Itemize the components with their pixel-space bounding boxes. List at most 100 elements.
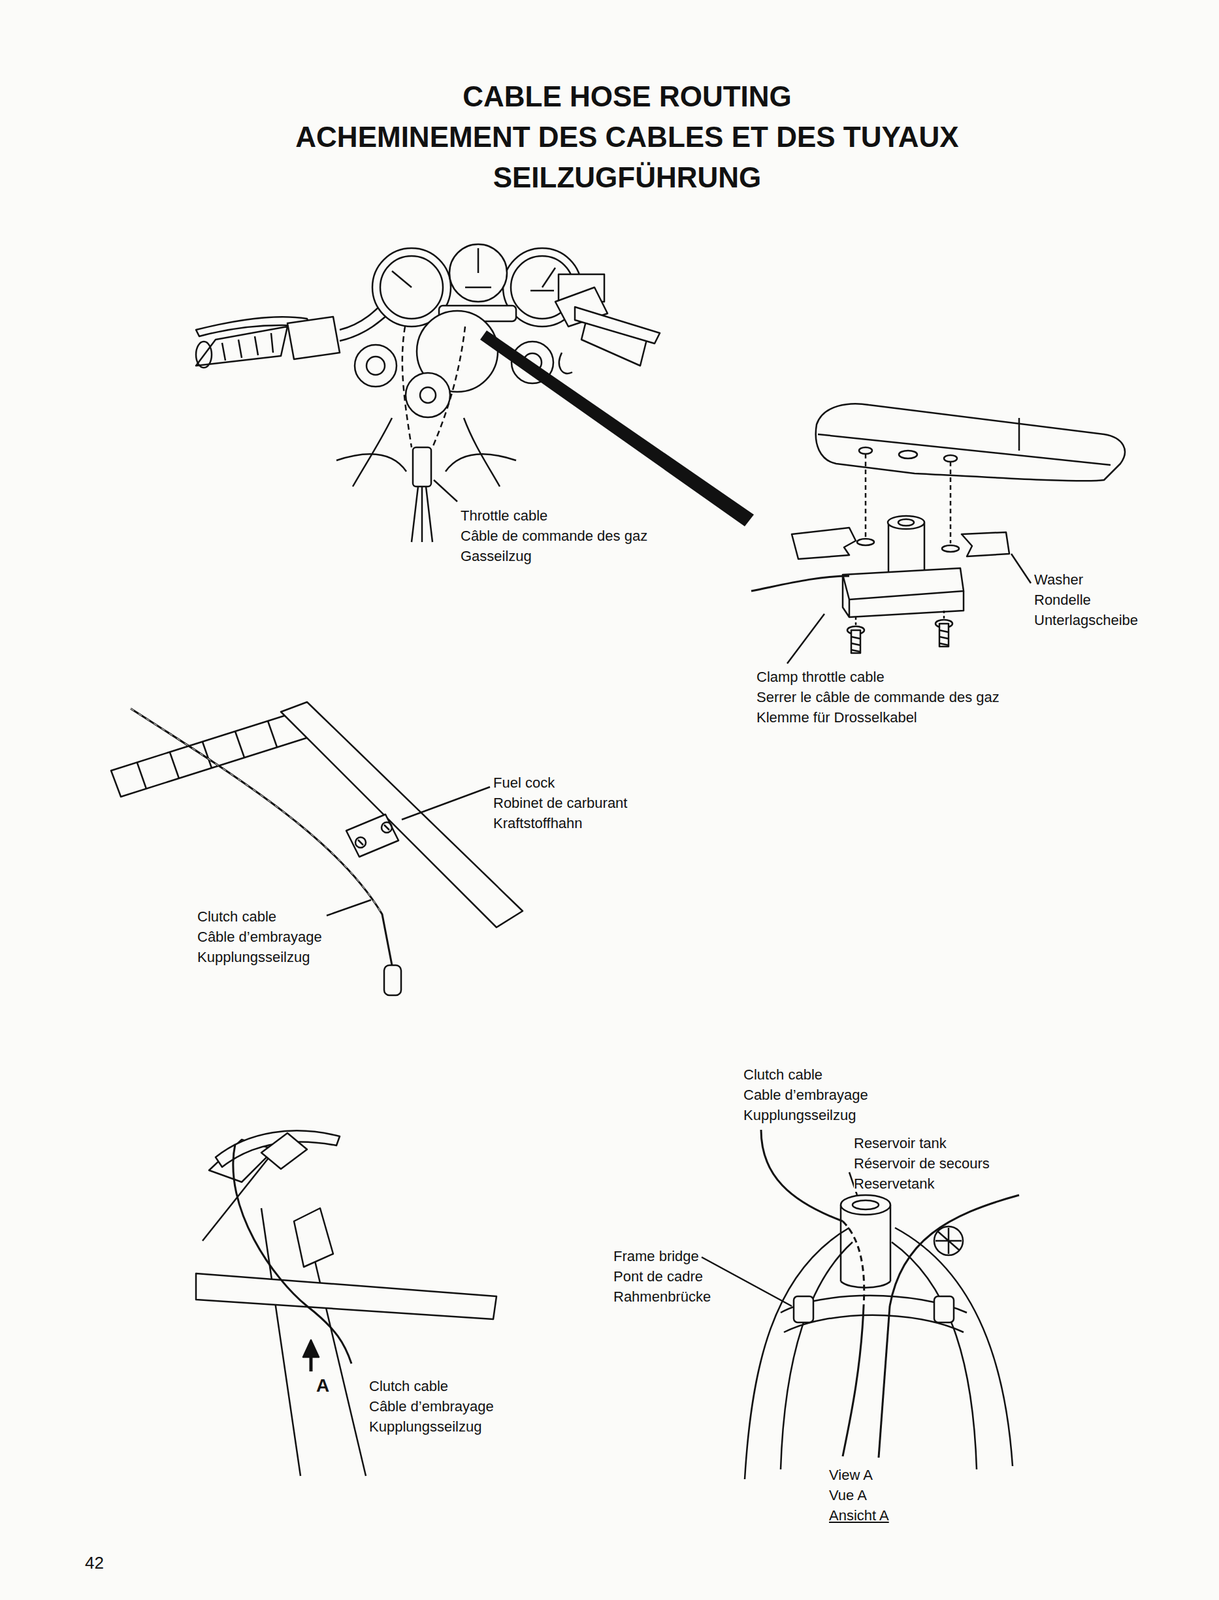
view-a-frame [889,1195,1020,1307]
throttle-cable [412,447,432,487]
fuel-cock-view [357,825,390,846]
part-label: Clutch cable [369,1378,449,1395]
part-label: Kupplungsseilzug [743,1107,856,1124]
handlebar-assembly [559,352,573,374]
throttle-cable [411,486,433,543]
part-label: Kupplungsseilzug [369,1418,482,1436]
part-label: Réservoir de secours [853,1155,990,1172]
part-label: Fuel cock [493,774,555,792]
throttle-cable [402,326,412,448]
front-frame-view [233,1144,352,1365]
part-label: Câble d’embrayage [369,1398,494,1415]
handlebar-assembly [391,271,412,288]
part-label: Clamp throttle cable [756,668,885,686]
view-a-frame [934,1226,963,1256]
part-label: Gasseilzug [460,548,532,565]
handlebar-assembly [574,307,660,344]
handlebar-assembly [195,244,660,487]
view-a-frame [894,1228,1013,1467]
handlebar-assembly [420,387,436,404]
pointer-bar [480,330,754,527]
clamp-exploded-view [855,610,944,626]
clamp-exploded-view [888,522,925,574]
view-a-frame [793,1296,814,1323]
page-title: CABLE HOSE ROUTING [462,82,792,112]
handlebar-assembly [465,248,492,288]
page-number: 42 [84,1554,104,1574]
part-label: Câble d’embrayage [197,928,323,946]
view-a-frame [878,1306,890,1459]
clamp-exploded-view [887,516,925,530]
handlebar-assembly [380,256,443,319]
handlebar-assembly [287,316,340,360]
clamp-exploded-view [939,623,949,647]
front-frame-view [261,1208,301,1477]
part-label: Câble de commande des gaz [460,527,648,545]
clamp-exploded-view [1011,553,1031,584]
fuel-cock-view [384,965,402,996]
view-a-frame [761,1130,843,1222]
handlebar-assembly [352,418,392,487]
part-label: Reservoir tank [853,1135,947,1152]
fuel-cock-view [280,702,523,928]
front-frame-view [261,1133,308,1170]
clamp-exploded-view [943,455,958,462]
part-label: Washer [1034,571,1084,588]
clamp-exploded-view [842,574,964,618]
handlebar-assembly [530,267,556,291]
clamp-exploded-view [939,630,949,646]
part-label: Klemme für Drosselkabel [756,709,918,726]
handlebar-assembly [354,344,397,387]
clamp-exploded-view [859,447,873,455]
clamp-exploded-view [787,614,825,664]
part-label: Frame bridge [613,1248,699,1265]
front-frame-view [303,1340,319,1358]
fuel-cock-view [346,814,399,858]
part-label: Kraftstoffhahn [493,815,583,832]
view-a-frame [701,1130,1020,1480]
fuel-cock-view [326,900,372,916]
clamp-exploded-view [851,636,861,652]
pointer-bar [480,330,754,527]
view-arrow-label: A [316,1375,330,1397]
part-label: Clutch cable [743,1066,823,1084]
view-a-frame [840,1195,891,1216]
view-a-frame [891,1242,977,1470]
clamp-exploded-view [751,576,850,592]
fuel-cock-view [130,708,383,915]
clamp-exploded-view [898,450,918,459]
fuel-cock-view [137,721,277,790]
clamp-exploded-view [791,527,856,560]
handlebar-assembly [445,454,517,472]
part-label: Clutch cable [197,908,277,926]
part-label: View A [828,1467,873,1484]
part-label: Reservetank [853,1175,935,1193]
throttle-cable [402,326,466,543]
front-frame-view [195,1130,497,1477]
handlebar-assembly [366,356,385,375]
view-a-frame [701,1257,792,1307]
clamp-exploded-view [865,454,951,544]
part-label: Vue A [828,1487,867,1504]
handlebar-assembly [195,341,212,368]
view-a-frame [852,1200,879,1210]
page-title: ACHEMINEMENT DES CABLES ET DES TUYAUX [295,122,959,152]
throttle-cable [432,326,466,448]
part-label: Unterlagscheibe [1034,612,1138,629]
fuel-cock-view [111,702,523,996]
view-a-frame [780,1242,853,1470]
page-title: SEILZUGFÜHRUNG [493,163,762,193]
clamp-exploded-view [898,519,914,526]
handlebar-assembly [463,418,500,487]
part-label: Pont de cadre [613,1268,703,1285]
view-a-frame [840,1205,891,1289]
view-a-frame [935,1228,962,1255]
clamp-exploded-view [817,418,1111,466]
clamp-exploded-view [842,568,964,600]
clamp-exploded-view [815,403,1125,481]
fuel-cock-view [111,708,317,797]
clamp-exploded-view [961,532,1010,557]
part-label: Cable d’embrayage [743,1087,869,1104]
throttle-cable [433,480,458,502]
